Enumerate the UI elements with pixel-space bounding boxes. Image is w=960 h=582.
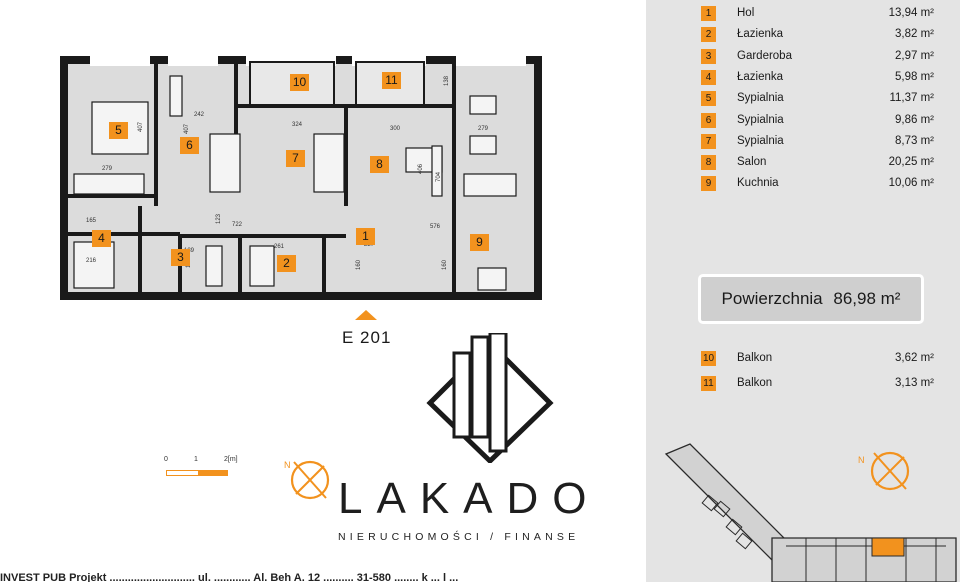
- room-area: 2,97 m²: [895, 49, 934, 62]
- room-area: 11,37 m²: [889, 92, 934, 105]
- room-area: 3,82 m²: [895, 28, 934, 41]
- room-row: 7 Sypialnia 8,73 m²: [701, 133, 946, 150]
- dimension-label: 279: [102, 166, 113, 172]
- room-number: 3: [701, 48, 716, 64]
- room-row: 8 Salon 20,25 m²: [701, 155, 946, 171]
- room-name: Hol: [737, 7, 755, 19]
- room-number: 2: [701, 27, 716, 43]
- logo-wordmark: LAKADO: [338, 474, 601, 523]
- dimension-label: 407: [138, 121, 144, 132]
- dimension-label: 242: [194, 112, 205, 118]
- dimension-label: 160: [442, 259, 448, 270]
- room-number: 5: [701, 91, 716, 107]
- balcony-number: 10: [701, 351, 716, 366]
- balcony-name: Balkon: [737, 377, 773, 389]
- room-number: 1: [701, 6, 716, 21]
- room-number: 9: [701, 176, 716, 192]
- dimension-label: 279: [478, 126, 489, 132]
- room-row: 5 Sypialnia 11,37 m²: [701, 91, 946, 107]
- room-name: Salon: [737, 156, 767, 169]
- room-row: 9 Kuchnia 10,06 m²: [701, 176, 946, 192]
- room-area: 13,94 m²: [888, 7, 934, 19]
- balcony-area: 3,62 m²: [895, 352, 934, 364]
- room-number: 6: [701, 112, 716, 128]
- room-number: 4: [701, 69, 716, 85]
- total-area-label: Powierzchnia: [721, 289, 823, 308]
- plan-label-8: 8: [370, 156, 389, 173]
- svg-text:N: N: [858, 455, 865, 465]
- dimension-label: 216: [86, 258, 97, 264]
- room-row: 2 Łazienka 3,82 m²: [701, 27, 946, 43]
- scale-graphic: [166, 470, 228, 476]
- dimension-label: 123: [216, 213, 222, 224]
- dimension-label: 165: [86, 218, 97, 224]
- plan-label-7: 7: [286, 150, 305, 167]
- dimension-label: 704: [436, 171, 442, 182]
- plan-label-4: 4: [92, 230, 111, 247]
- room-name: Sypialnia: [737, 113, 784, 126]
- scale-label-2: 2[m]: [224, 456, 238, 463]
- room-area: 10,06 m²: [888, 177, 934, 190]
- room-area: 8,73 m²: [895, 134, 934, 147]
- total-area-value: 86,98 m²: [833, 289, 901, 308]
- scale-bar: 0 1 2[m]: [160, 456, 250, 486]
- plan-label-2: 2: [277, 255, 296, 272]
- entrance-arrow-icon: [355, 310, 377, 320]
- plan-label-1: 1: [356, 228, 375, 245]
- dimension-label: 324: [292, 122, 303, 128]
- dimension-label: 407: [184, 123, 190, 134]
- plan-label-6: 6: [180, 137, 199, 154]
- room-name: Łazienka: [737, 70, 784, 83]
- balcony-row: 10 Balkon 3,62 m²: [701, 351, 946, 367]
- logo-compass-icon: N: [284, 460, 330, 500]
- room-name: Kuchnia: [737, 177, 779, 190]
- room-name: Garderoba: [737, 49, 792, 62]
- balcony-row: 11 Balkon 3,13 m²: [701, 376, 946, 392]
- floor-plan-drawing: 407 242 324 300 279 138 407 406 704 279 …: [60, 56, 542, 300]
- dimension-label: 138: [444, 75, 450, 86]
- total-area-box: Powierzchnia 86,98 m²: [698, 274, 924, 324]
- plan-label-3: 3: [171, 249, 190, 266]
- dimension-label: 576: [430, 224, 441, 230]
- dimension-label: 300: [390, 126, 401, 132]
- room-name: Sypialnia: [737, 134, 784, 147]
- room-name: Sypialnia: [737, 92, 784, 105]
- room-area: 5,98 m²: [895, 70, 934, 83]
- dimension-label: 227: [364, 242, 375, 248]
- room-row: 1 Hol 13,94 m²: [701, 6, 946, 22]
- footer-text: INVEST PUB Projekt .....................…: [0, 572, 459, 582]
- room-row: 3 Garderoba 2,97 m²: [701, 48, 946, 65]
- plan-label-11: 11: [382, 72, 401, 89]
- room-row: 6 Sypialnia 9,86 m²: [701, 112, 946, 129]
- scale-label-1: 1: [194, 456, 198, 463]
- lakado-logo-mark-icon: [426, 333, 554, 463]
- plan-label-9: 9: [470, 234, 489, 251]
- dimension-label: 160: [356, 259, 362, 270]
- north-compass-icon: N: [858, 451, 910, 491]
- logo-subtitle: NIERUCHOMOŚCI / FINANSE: [338, 531, 580, 543]
- room-name: Łazienka: [737, 28, 784, 41]
- scale-label-0: 0: [164, 456, 168, 463]
- site-plan-drawing: [664, 443, 957, 582]
- room-area: 20,25 m²: [888, 156, 934, 169]
- balcony-number: 11: [701, 376, 716, 391]
- balcony-area: 3,13 m²: [895, 377, 934, 389]
- room-number: 7: [701, 133, 716, 149]
- balcony-name: Balkon: [737, 352, 773, 364]
- unit-code: E 201: [342, 328, 392, 347]
- plan-label-10: 10: [290, 74, 309, 91]
- room-number: 8: [701, 155, 716, 171]
- dimension-label: 406: [418, 163, 424, 174]
- dimension-label: 722: [232, 222, 243, 228]
- floor-plan: 407 242 324 300 279 138 407 406 704 279 …: [60, 56, 544, 300]
- room-area: 9,86 m²: [895, 113, 934, 126]
- room-row: 4 Łazienka 5,98 m²: [701, 69, 946, 86]
- plan-label-5: 5: [109, 122, 128, 139]
- svg-text:N: N: [284, 460, 291, 470]
- dimension-label: 261: [274, 244, 285, 250]
